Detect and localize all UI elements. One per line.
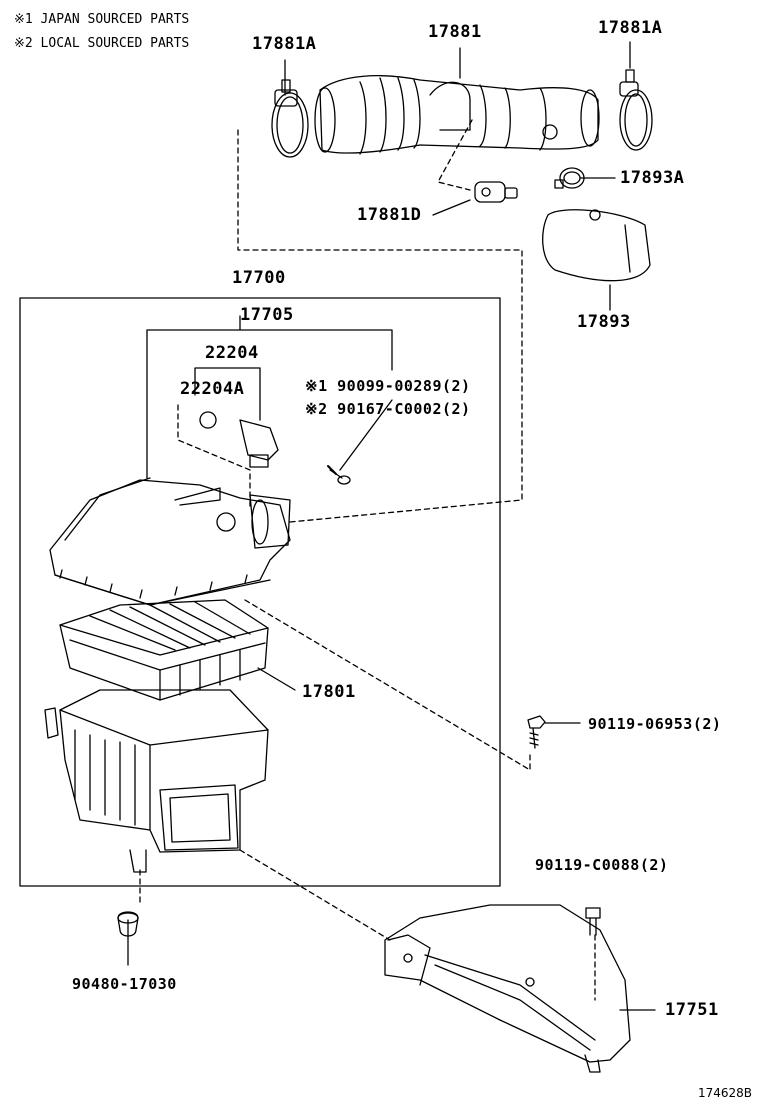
label-17700: 17700 [232, 268, 286, 288]
resonator-17893 [542, 209, 651, 282]
intake-hose-17881 [314, 75, 600, 155]
sensor-22204 [239, 419, 279, 468]
grommet-90480-17030 [117, 911, 139, 937]
label-17893A: 17893A [620, 168, 685, 188]
label-90119-06953: 90119-06953(2) [588, 715, 722, 733]
clamp-17881A-right [619, 69, 653, 151]
label-17893: 17893 [577, 312, 631, 332]
connector-17881D [474, 181, 518, 203]
bracket-22204 [194, 367, 261, 421]
label-17881A-right: 17881A [598, 18, 663, 38]
clamp-17881A-left [271, 79, 309, 158]
label-22204A: 22204A [180, 379, 245, 399]
label-17801: 17801 [302, 682, 356, 702]
label-17751: 17751 [665, 1000, 719, 1020]
cleaner-case [44, 689, 269, 873]
filter-element-17801 [59, 599, 269, 701]
duct-17751 [384, 904, 631, 1073]
label-90480-17030: 90480-17030 [72, 975, 177, 993]
label-90099-00289: ※1 90099-00289(2) [305, 377, 471, 395]
label-17705: 17705 [240, 305, 294, 325]
diagram-reference-number: 174628B [698, 1086, 753, 1100]
bracket-17705 [146, 329, 393, 479]
clamp-17893A [554, 167, 585, 189]
o-ring-22204A [199, 411, 217, 429]
bolt-90119-C0088 [585, 907, 601, 936]
bolt-90119-06953 [527, 715, 546, 749]
label-22204: 22204 [205, 343, 259, 363]
note-japan-sourced: ※1 JAPAN SOURCED PARTS [14, 12, 190, 27]
solid-leaders [127, 41, 656, 1011]
assembly-box-17700 [19, 297, 501, 887]
label-17881: 17881 [428, 22, 482, 42]
label-17881A-left: 17881A [252, 34, 317, 54]
label-90119-C0088: 90119-C0088(2) [535, 856, 669, 874]
dashed-leaders [139, 119, 596, 1001]
label-90167-C0002: ※2 90167-C0002(2) [305, 400, 471, 418]
cleaner-cap [49, 477, 291, 606]
note-local-sourced: ※2 LOCAL SOURCED PARTS [14, 36, 190, 51]
label-17881D: 17881D [357, 205, 422, 225]
screw-90099 [327, 465, 351, 485]
